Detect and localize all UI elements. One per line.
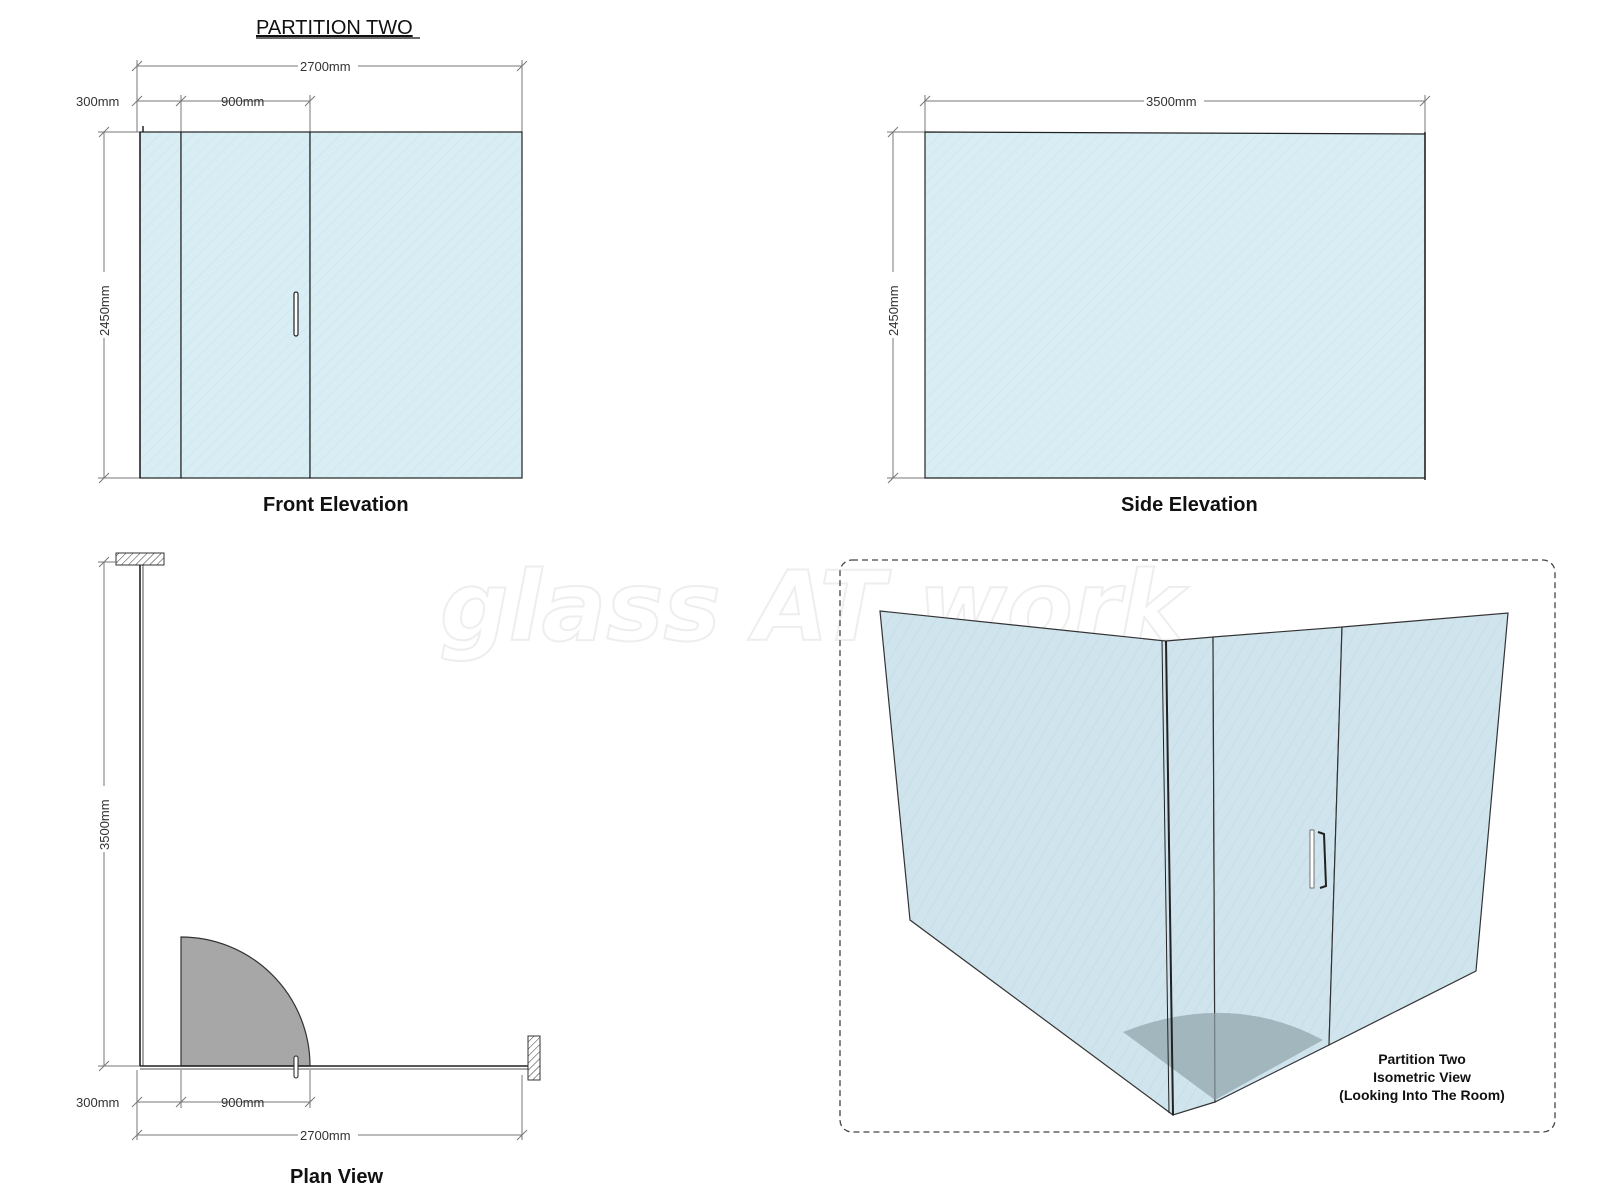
side-width-dim-bg — [1144, 94, 1204, 108]
plan-dim-tick — [131, 1129, 143, 1141]
plan-dim-tick — [98, 556, 110, 568]
side-height-label: 2450mm — [886, 285, 901, 336]
front-dim-tick — [131, 60, 143, 72]
iso-door-swing — [1123, 1012, 1323, 1100]
plan-wall-right — [527, 1035, 541, 1081]
front-dim-tick — [98, 126, 110, 138]
front-side-panel — [309, 131, 523, 479]
plan-depth-label: 3500mm — [97, 799, 112, 850]
iso-caption-line3: (Looking Into The Room) — [1339, 1087, 1505, 1103]
front-total-dim-label: 2700mm — [300, 59, 351, 74]
front-dim-tick — [98, 472, 110, 484]
side-dim-tick — [1419, 95, 1431, 107]
front-fixed-panel — [139, 131, 182, 479]
front-height-dim-bg — [96, 272, 112, 338]
front-dim-tick — [516, 60, 528, 72]
plan-fixed-width-label: 300mm — [76, 1095, 119, 1110]
plan-dim-tick — [516, 1129, 528, 1141]
plan-door-handle — [293, 1055, 299, 1079]
plan-dim-tick — [175, 1096, 187, 1108]
front-fixed-width-label: 300mm — [76, 94, 119, 109]
sheet-title: PARTITION TWO — [256, 17, 413, 39]
plan-view: 3500mm 300mm 900mm 2700mm Plan View — [76, 552, 541, 1188]
side-dim-tick — [919, 95, 931, 107]
iso-caption-line1: Partition Two — [1378, 1051, 1466, 1067]
front-height-label: 2450mm — [97, 285, 112, 336]
front-door-panel — [180, 131, 311, 479]
side-width-label: 3500mm — [1146, 94, 1197, 109]
iso-door-handle-plate — [1309, 829, 1315, 889]
plan-door-width-label: 900mm — [221, 1095, 264, 1110]
plan-dim-tick — [98, 1060, 110, 1072]
front-elevation-title: Front Elevation — [263, 494, 409, 516]
front-door-width-label: 900mm — [221, 94, 264, 109]
isometric-view: Partition Two Isometric View (Looking In… — [839, 559, 1556, 1133]
iso-side-panel — [879, 610, 1174, 1117]
plan-depth-dim-bg — [96, 786, 112, 852]
iso-door-handle — [1317, 831, 1328, 889]
plan-dim-tick — [131, 1096, 143, 1108]
iso-front-panel — [1328, 612, 1509, 1046]
front-total-dim-bg — [298, 58, 358, 72]
front-elevation: 2700mm 300mm 900mm 2450mm Front Elevatio… — [76, 58, 528, 516]
side-dim-tick — [887, 126, 899, 138]
plan-total-dim-bg — [298, 1128, 358, 1142]
front-dim-tick — [131, 95, 143, 107]
side-height-dim-bg — [885, 272, 901, 338]
plan-wall-top — [115, 552, 165, 566]
plan-dim-tick — [304, 1096, 316, 1108]
plan-door-swing — [180, 936, 311, 1067]
iso-corner-edge-inner — [1161, 640, 1170, 1114]
plan-total-width-label: 2700mm — [300, 1128, 351, 1143]
plan-view-title: Plan View — [290, 1166, 383, 1188]
side-elevation: 3500mm 2450mm Side Elevation — [885, 94, 1431, 516]
front-door-handle — [293, 291, 299, 337]
side-glass-panel — [924, 131, 1426, 479]
iso-corner-edge — [1165, 640, 1174, 1116]
side-elevation-title: Side Elevation — [1121, 494, 1258, 516]
side-dim-tick — [887, 472, 899, 484]
isometric-frame — [839, 559, 1556, 1133]
iso-caption-line2: Isometric View — [1373, 1069, 1471, 1085]
